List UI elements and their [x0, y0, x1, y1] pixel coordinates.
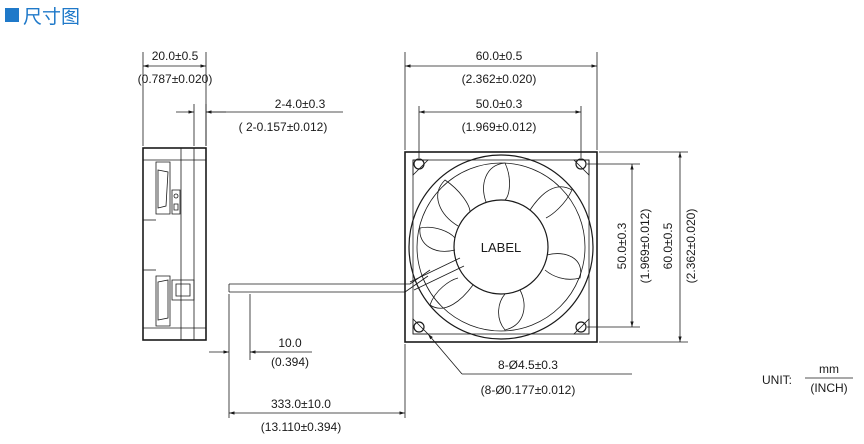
lead-wires — [228, 269, 431, 293]
title-square-icon — [5, 8, 19, 22]
dim-lead-length-value: 333.0±10.0 — [271, 397, 331, 411]
dim-wire-strip: 10.0 (0.394) — [209, 294, 312, 418]
dim-mount-thickness: 2-4.0±0.3 ( 2-0.157±0.012) — [176, 97, 343, 146]
fan-side-view — [142, 147, 207, 341]
dim-side-width-inch: (0.787±0.020) — [138, 72, 213, 86]
dim-wire-strip-inch: (0.394) — [271, 355, 309, 369]
dim-frame-height-value: 60.0±0.5 — [661, 222, 675, 269]
dim-holes-value: 8-Ø4.5±0.3 — [498, 358, 558, 372]
dim-hole-spacing-v: 50.0±0.3 (1.969±0.012) — [587, 163, 652, 328]
dim-lead-length: 333.0±10.0 (13.110±0.394) — [229, 344, 406, 434]
dim-hole-spacing-h-value: 50.0±0.3 — [476, 97, 523, 111]
section-title: 尺寸图 — [5, 2, 80, 28]
dim-mount-thickness-inch: ( 2-0.157±0.012) — [239, 120, 328, 134]
fan-front-view: LABEL — [404, 151, 598, 343]
dim-hole-spacing-h-inch: (1.969±0.012) — [462, 120, 537, 134]
dim-frame-width-value: 60.0±0.5 — [476, 49, 523, 63]
unit-top: mm — [819, 362, 839, 376]
dim-lead-length-inch: (13.110±0.394) — [261, 420, 341, 434]
hub-label: LABEL — [481, 240, 521, 255]
dim-mount-thickness-value: 2-4.0±0.3 — [275, 97, 326, 111]
dim-side-width-value: 20.0±0.5 — [152, 49, 199, 63]
unit-legend: UNIT: mm (INCH) — [762, 362, 853, 395]
unit-prefix: UNIT: — [762, 373, 792, 387]
dim-holes-inch: (8-Ø0.177±0.012) — [481, 383, 576, 397]
dim-wire-strip-value: 10.0 — [278, 336, 302, 350]
section-title-text: 尺寸图 — [23, 5, 81, 28]
dim-frame-height: 60.0±0.5 (2.362±0.020) — [599, 151, 698, 343]
dim-hole-spacing-v-value: 50.0±0.3 — [615, 222, 629, 269]
dim-frame-height-inch: (2.362±0.020) — [684, 209, 698, 284]
unit-bottom: (INCH) — [810, 381, 847, 395]
dim-frame-width: 60.0±0.5 (2.362±0.020) — [404, 49, 598, 150]
dim-side-width: 20.0±0.5 (0.787±0.020) — [138, 49, 213, 146]
dim-holes: 8-Ø4.5±0.3 (8-Ø0.177±0.012) — [427, 333, 632, 397]
dim-hole-spacing-h: 50.0±0.3 (1.969±0.012) — [418, 97, 582, 158]
dim-hole-spacing-v-inch: (1.969±0.012) — [638, 209, 652, 284]
dim-frame-width-inch: (2.362±0.020) — [462, 72, 537, 86]
